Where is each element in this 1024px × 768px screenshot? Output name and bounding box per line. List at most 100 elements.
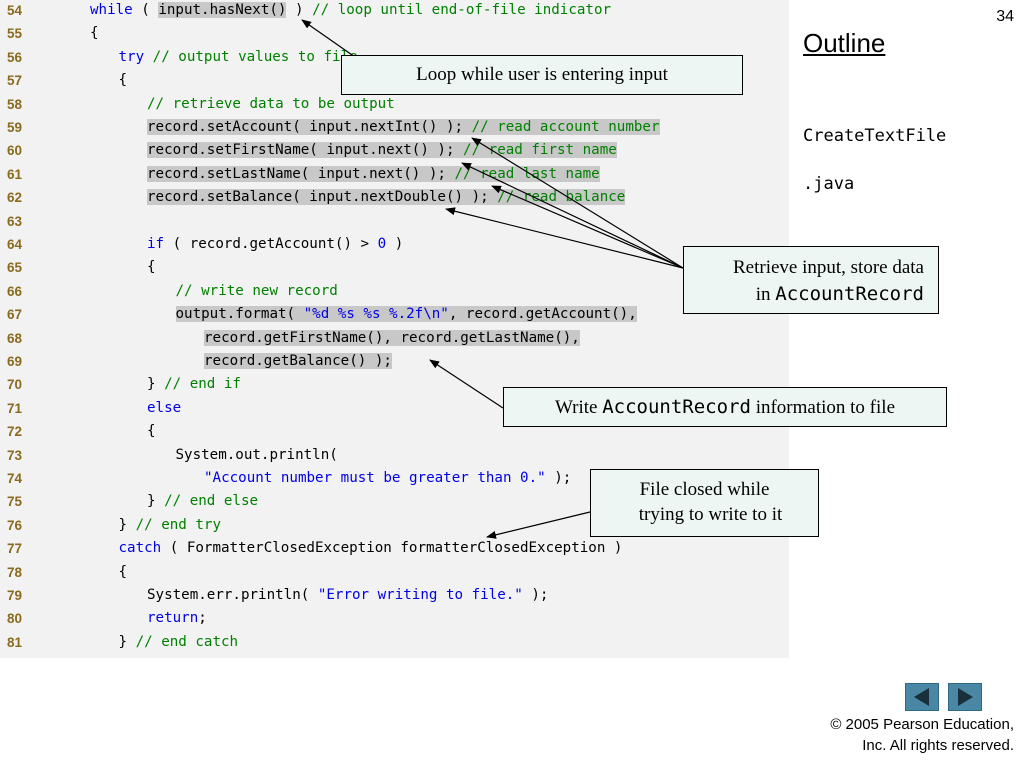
- line-number: 79: [7, 588, 23, 603]
- code-text: // write new record: [176, 280, 338, 303]
- code-text: record.setLastName( input.next() ); // r…: [147, 163, 600, 186]
- code-token: // read balance: [497, 189, 626, 206]
- code-token: // end if: [164, 376, 241, 393]
- line-number: 55: [7, 26, 23, 42]
- previous-slide-button[interactable]: [905, 683, 939, 711]
- code-token: "Error writing to file.": [317, 587, 523, 603]
- code-token: {: [118, 72, 128, 89]
- next-slide-button[interactable]: [948, 683, 982, 711]
- code-text: record.setFirstName( input.next() ); // …: [147, 139, 617, 162]
- code-token: output.format(: [175, 306, 304, 323]
- code-token: "%d %s %s %.2f\n": [303, 306, 449, 323]
- line-number: 81: [7, 634, 23, 650]
- code-token: if: [147, 236, 165, 252]
- code-token: record.setFirstName( input.next() );: [147, 142, 464, 159]
- code-text: {: [119, 69, 128, 92]
- line-number: 74: [7, 471, 23, 486]
- code-text: {: [147, 256, 156, 279]
- code-token: record.setLastName( input.next() );: [147, 165, 455, 182]
- line-number: 80: [7, 611, 23, 627]
- line-number: 58: [7, 96, 23, 112]
- code-token: System.out.println(: [175, 446, 338, 463]
- callout-loop: Loop while user is entering input: [341, 55, 743, 95]
- code-token: // write new record: [175, 282, 338, 299]
- code-token: , record.getAccount(),: [448, 306, 637, 323]
- code-token: catch: [118, 540, 162, 557]
- code-token: input.hasNext(): [158, 2, 287, 18]
- line-number: 56: [7, 49, 23, 65]
- code-token: (: [132, 2, 159, 18]
- code-text: while ( input.hasNext() ) // loop until …: [90, 0, 611, 22]
- arrow-retrieve-2: [461, 162, 684, 269]
- file-name-line2: .java: [803, 174, 855, 194]
- code-token: // end catch: [135, 633, 239, 650]
- code-text: record.setAccount( input.nextInt() ); //…: [147, 116, 660, 139]
- code-text: {: [90, 22, 99, 45]
- line-number: 71: [7, 400, 23, 416]
- line-number: 78: [7, 564, 23, 580]
- code-text: else: [147, 397, 181, 420]
- code-token: }: [147, 493, 165, 510]
- code-token: while: [90, 2, 133, 18]
- line-number: 72: [7, 424, 23, 440]
- code-token: try: [118, 48, 145, 65]
- code-token: ): [386, 236, 404, 252]
- code-text: record.setBalance( input.nextDouble() );…: [147, 186, 626, 209]
- code-token: {: [90, 25, 99, 42]
- code-token: // retrieve data to be output: [147, 95, 395, 112]
- code-token: // read first name: [463, 142, 617, 159]
- code-text: } // end if: [147, 373, 241, 396]
- line-number: 76: [7, 517, 23, 533]
- code-token: );: [545, 470, 572, 486]
- code-text: System.err.println( "Error writing to fi…: [147, 584, 548, 607]
- arrow-closed: [486, 511, 591, 539]
- line-number: 65: [7, 260, 23, 276]
- code-text: "Account number must be greater than 0."…: [204, 467, 571, 490]
- line-number: 61: [7, 166, 23, 182]
- code-panel: [0, 0, 789, 658]
- code-token: record.getBalance() );: [204, 353, 392, 369]
- code-token: }: [118, 633, 136, 650]
- callout-write: Write AccountRecord information to file: [503, 387, 947, 427]
- code-token: ( FormatterClosedException formatterClos…: [161, 540, 623, 557]
- line-number: 67: [7, 307, 23, 323]
- arrow-retrieve-3: [491, 185, 684, 269]
- code-token: 0: [377, 236, 387, 252]
- line-number: 63: [7, 213, 23, 229]
- line-number: 57: [7, 73, 23, 89]
- line-number: 73: [7, 447, 23, 463]
- slide-number: 34: [996, 8, 1014, 25]
- code-token: "Account number must be greater than 0.": [204, 470, 546, 486]
- line-number: 60: [7, 143, 23, 159]
- code-text: if ( record.getAccount() > 0 ): [147, 233, 403, 256]
- line-number: 69: [7, 354, 23, 369]
- code-token: );: [522, 587, 549, 603]
- code-text: } // end catch: [119, 631, 239, 654]
- line-number: 77: [7, 541, 23, 557]
- triangle-right-icon: [958, 688, 973, 706]
- code-token: // read account number: [471, 119, 660, 135]
- line-number: 62: [7, 190, 23, 206]
- code-token: {: [118, 563, 128, 580]
- line-number: 54: [7, 3, 23, 18]
- code-token: else: [147, 399, 182, 416]
- code-token: {: [147, 259, 156, 276]
- arrow-retrieve-4: [445, 207, 684, 269]
- line-number: 66: [7, 283, 23, 299]
- code-token: // output values to file: [152, 48, 358, 65]
- code-token: // end else: [164, 493, 259, 510]
- code-token: // loop until end-of-file indicator: [312, 2, 612, 18]
- code-token: ): [286, 2, 313, 18]
- code-token: ;: [198, 610, 207, 627]
- line-number: 64: [7, 237, 23, 252]
- line-number: 59: [7, 120, 23, 135]
- code-text: return;: [147, 607, 207, 630]
- code-token: }: [147, 376, 165, 393]
- line-number: 75: [7, 494, 23, 510]
- code-token: // end try: [135, 516, 222, 533]
- arrow-retrieve-1: [471, 137, 684, 269]
- code-text: record.getFirstName(), record.getLastNam…: [204, 327, 580, 350]
- triangle-left-icon: [914, 688, 929, 706]
- outline-heading[interactable]: Outline: [803, 28, 886, 58]
- code-token: // read last name: [454, 165, 600, 182]
